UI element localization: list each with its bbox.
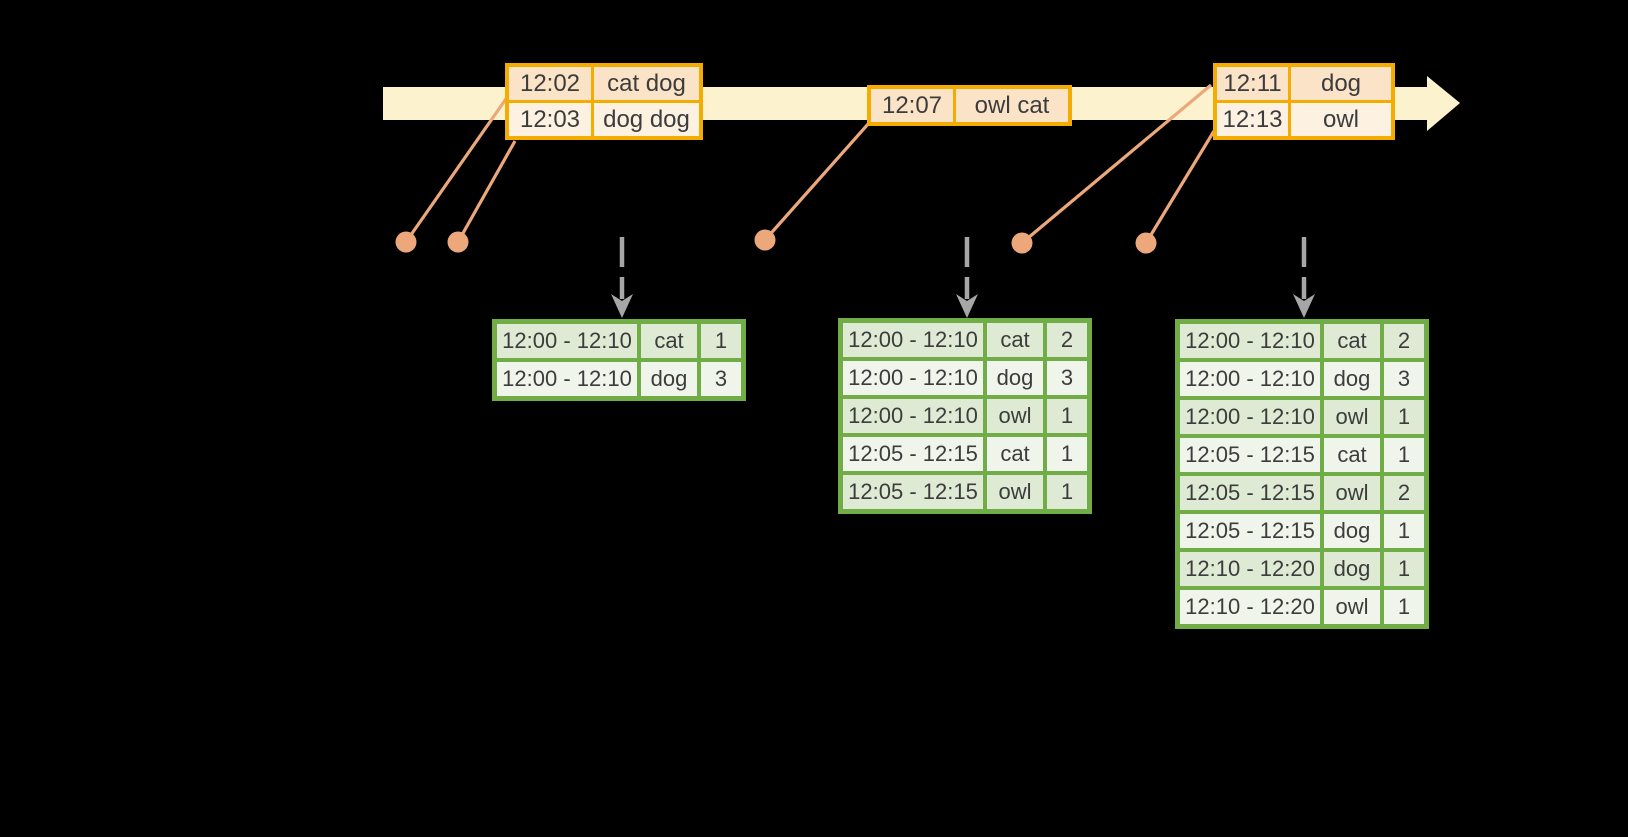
- event-time: 12:03: [509, 103, 591, 136]
- word-cell: cat: [1324, 438, 1380, 472]
- event-dot-icon: [447, 231, 469, 253]
- event-box-1202-1203: 12:02 cat dog 12:03 dog dog: [505, 63, 703, 140]
- event-words: cat dog: [594, 67, 699, 100]
- count-cell: 2: [1047, 323, 1087, 357]
- event-words: owl cat: [956, 89, 1068, 122]
- connector-line-1203: [456, 140, 517, 243]
- window-cell: 12:00 - 12:10: [1180, 362, 1320, 396]
- result-table-1: 12:00 - 12:10 cat 1 12:00 - 12:10 dog 3: [492, 319, 746, 401]
- count-cell: 3: [1384, 362, 1424, 396]
- word-cell: dog: [987, 361, 1043, 395]
- word-cell: dog: [1324, 514, 1380, 548]
- connector-line-1207: [763, 121, 871, 242]
- result-table-2: 12:00 - 12:10 cat 2 12:00 - 12:10 dog 3 …: [838, 318, 1092, 514]
- count-cell: 2: [1384, 476, 1424, 510]
- event-box-1211-1213: 12:11 dog 12:13 owl: [1213, 63, 1395, 140]
- count-cell: 1: [1047, 475, 1087, 509]
- timeline-arrowhead-icon: [1427, 76, 1460, 131]
- count-cell: 1: [701, 324, 741, 358]
- count-cell: 1: [1047, 399, 1087, 433]
- window-cell: 12:10 - 12:20: [1180, 590, 1320, 624]
- window-cell: 12:00 - 12:10: [1180, 324, 1320, 358]
- window-cell: 12:05 - 12:15: [843, 437, 983, 471]
- window-cell: 12:05 - 12:15: [1180, 514, 1320, 548]
- word-cell: cat: [987, 437, 1043, 471]
- trigger-arrowhead-icon: [611, 294, 633, 318]
- word-cell: dog: [1324, 362, 1380, 396]
- connector-line-1213: [1144, 130, 1216, 244]
- trigger-arrows: [611, 237, 1315, 318]
- result-table-3: 12:00 - 12:10 cat 2 12:00 - 12:10 dog 3 …: [1175, 319, 1429, 629]
- event-dot-icon: [395, 231, 417, 253]
- word-cell: owl: [1324, 590, 1380, 624]
- event-dot-icon: [1011, 232, 1033, 254]
- event-time: 12:07: [871, 89, 953, 122]
- event-time: 12:13: [1217, 103, 1288, 136]
- word-cell: owl: [987, 475, 1043, 509]
- event-words: owl: [1291, 103, 1391, 136]
- connector-line-1202: [404, 95, 510, 243]
- count-cell: 3: [701, 362, 741, 396]
- word-cell: dog: [1324, 552, 1380, 586]
- event-dot-icon: [1135, 232, 1157, 254]
- event-dot-icon: [754, 229, 776, 251]
- event-time: 12:02: [509, 67, 591, 100]
- trigger-arrowhead-icon: [956, 294, 978, 318]
- count-cell: 1: [1384, 552, 1424, 586]
- count-cell: 1: [1384, 590, 1424, 624]
- window-cell: 12:00 - 12:10: [843, 361, 983, 395]
- count-cell: 3: [1047, 361, 1087, 395]
- connector-line-1211: [1020, 83, 1213, 245]
- count-cell: 1: [1384, 438, 1424, 472]
- event-dots: [395, 229, 1157, 254]
- window-cell: 12:05 - 12:15: [1180, 438, 1320, 472]
- trigger-arrowhead-icon: [1293, 294, 1315, 318]
- window-cell: 12:00 - 12:10: [843, 323, 983, 357]
- event-connector-lines: [404, 83, 1216, 245]
- count-cell: 2: [1384, 324, 1424, 358]
- event-words: dog dog: [594, 103, 699, 136]
- count-cell: 1: [1047, 437, 1087, 471]
- event-box-1207: 12:07 owl cat: [867, 85, 1072, 126]
- word-cell: owl: [1324, 476, 1380, 510]
- count-cell: 1: [1384, 400, 1424, 434]
- count-cell: 1: [1384, 514, 1424, 548]
- word-cell: cat: [987, 323, 1043, 357]
- word-cell: owl: [1324, 400, 1380, 434]
- window-cell: 12:05 - 12:15: [843, 475, 983, 509]
- window-cell: 12:10 - 12:20: [1180, 552, 1320, 586]
- word-cell: owl: [987, 399, 1043, 433]
- window-cell: 12:05 - 12:15: [1180, 476, 1320, 510]
- event-words: dog: [1291, 67, 1391, 100]
- window-cell: 12:00 - 12:10: [497, 362, 637, 396]
- word-cell: cat: [1324, 324, 1380, 358]
- window-cell: 12:00 - 12:10: [1180, 400, 1320, 434]
- word-cell: cat: [641, 324, 697, 358]
- window-cell: 12:00 - 12:10: [497, 324, 637, 358]
- window-cell: 12:00 - 12:10: [843, 399, 983, 433]
- word-cell: dog: [641, 362, 697, 396]
- event-time: 12:11: [1217, 67, 1288, 100]
